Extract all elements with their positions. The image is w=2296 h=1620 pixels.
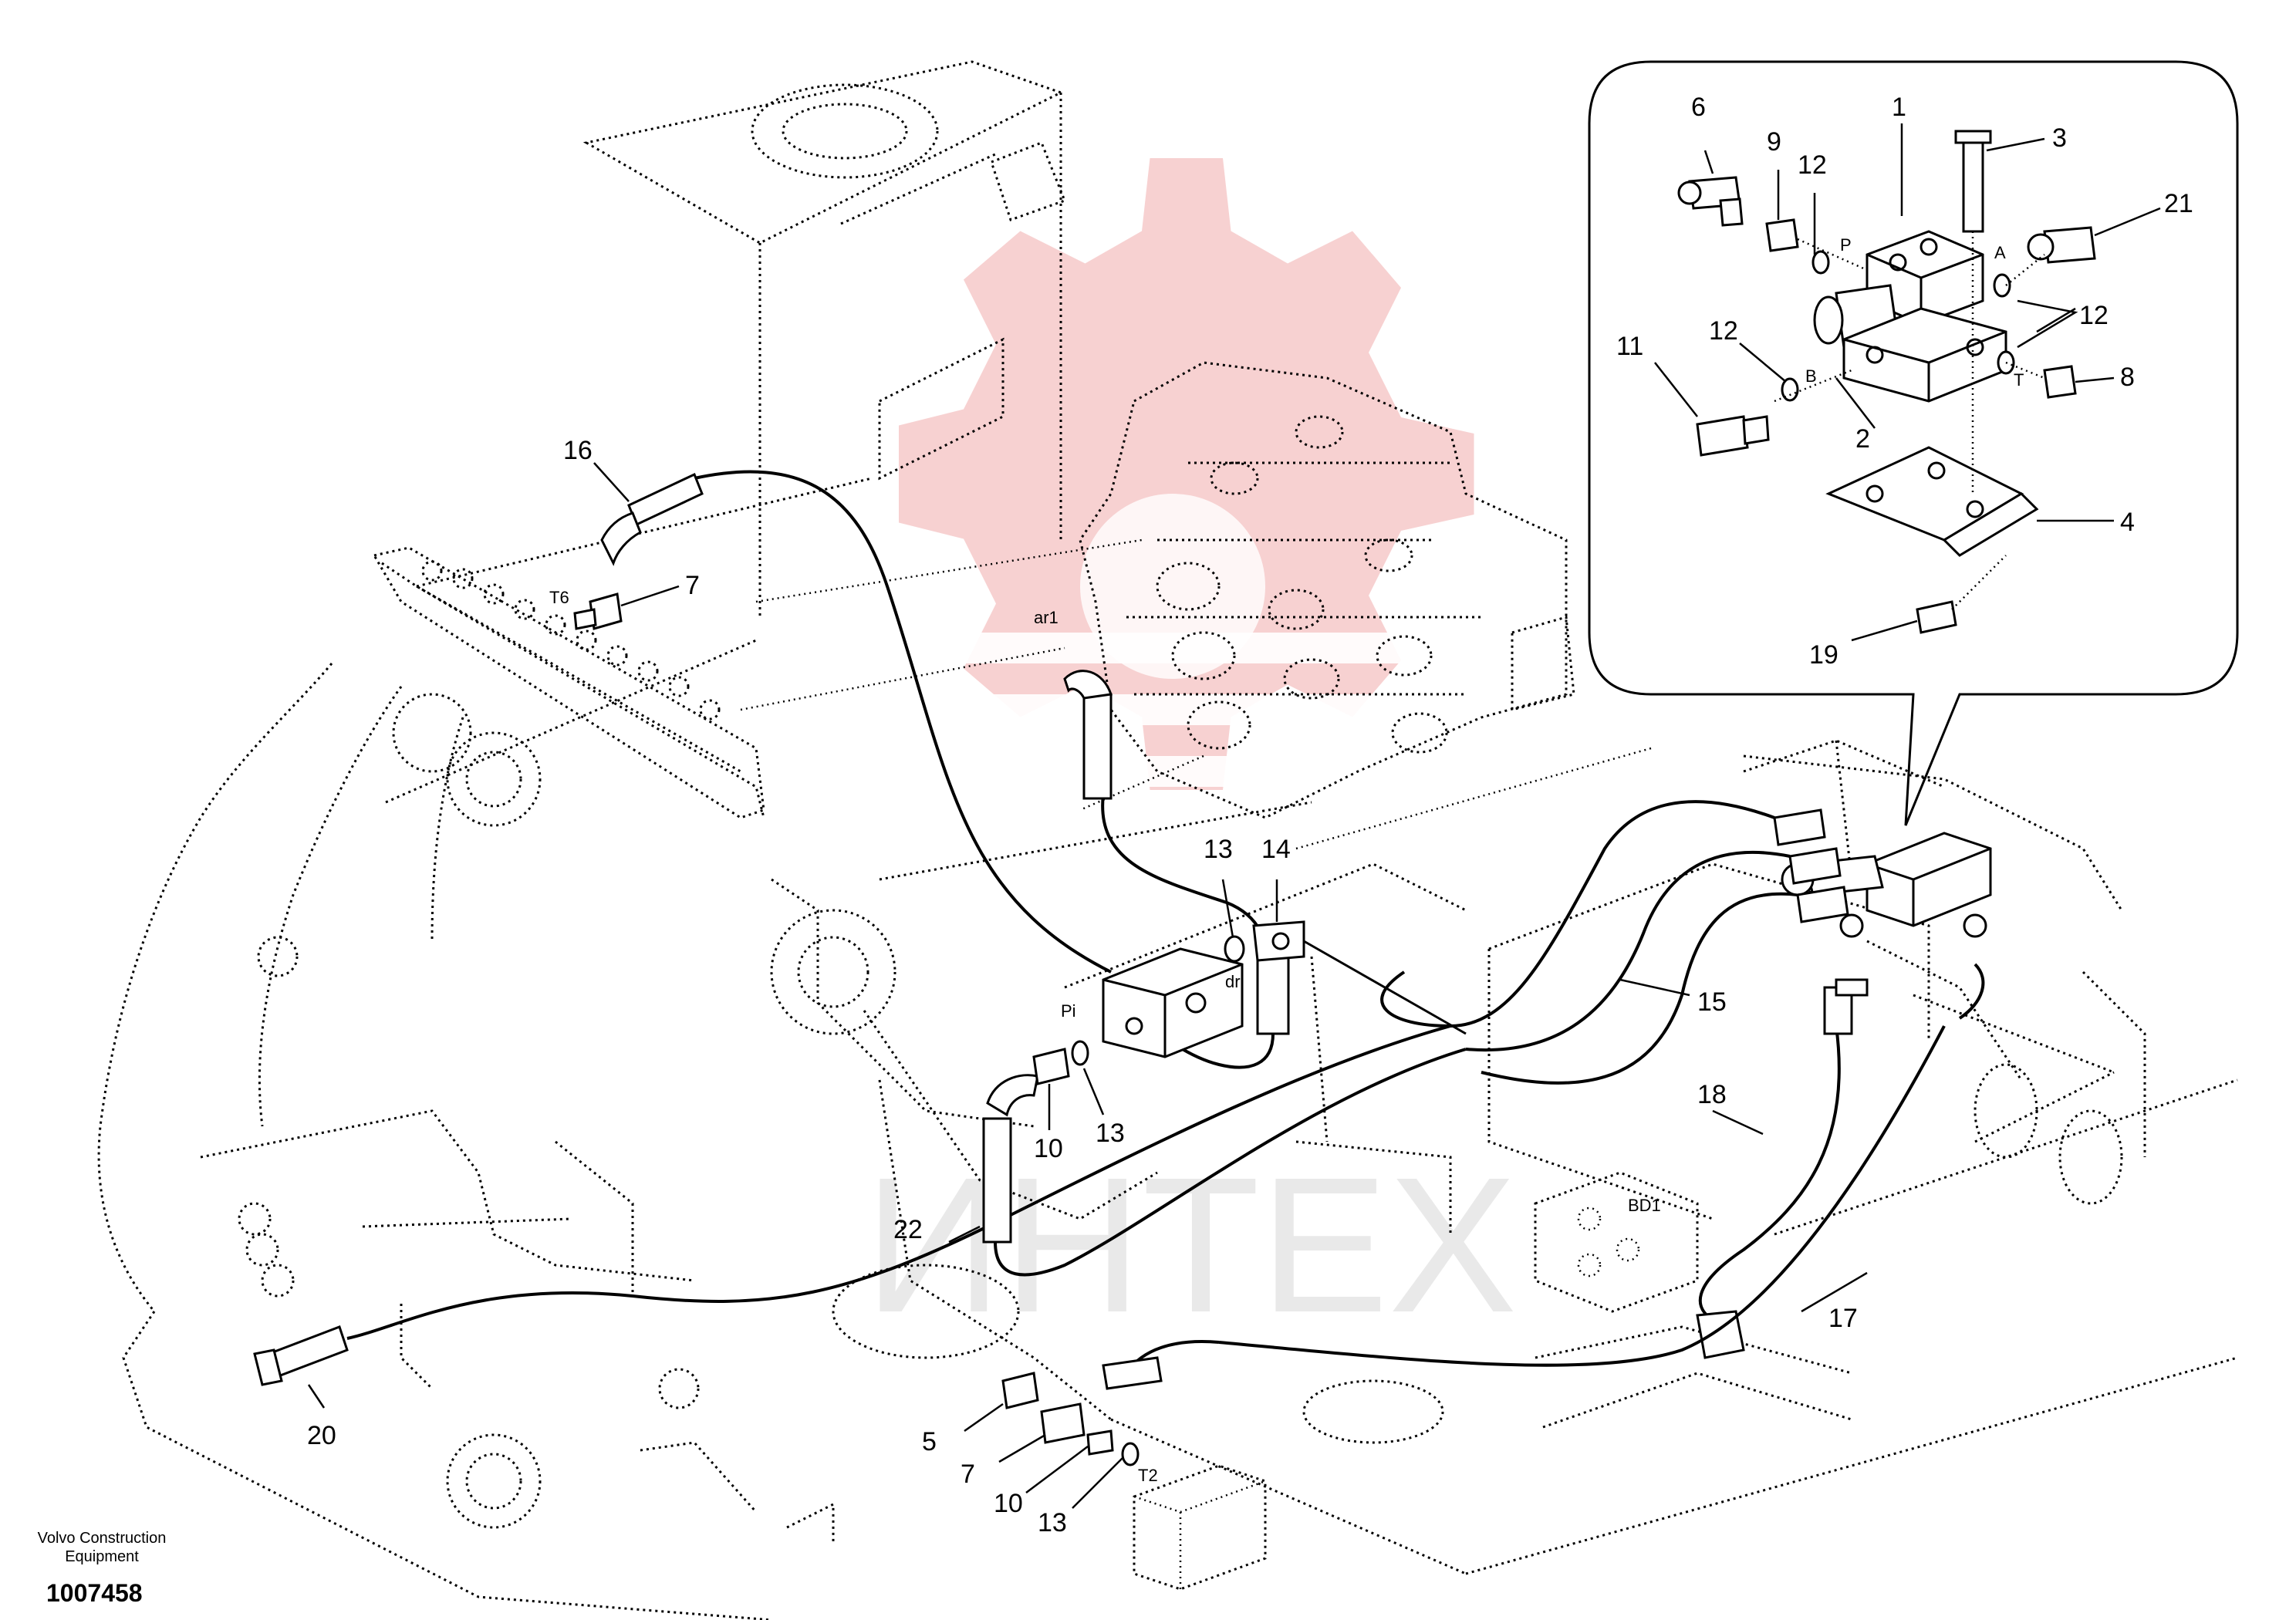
- pilot-block: [1102, 947, 1244, 1058]
- hose-18: [1698, 1025, 1841, 1328]
- leader-lines: [307, 123, 2161, 1509]
- hose-15-b: [1465, 850, 1791, 1052]
- hose-16: [694, 470, 1112, 974]
- footer: Volvo Construction Equipment 1007458: [38, 1530, 167, 1607]
- main-control-valve: [740, 361, 1652, 850]
- callout-6: 6: [1691, 93, 1706, 122]
- hose-16-end-fitting: [627, 472, 704, 527]
- fittings-13-14: [1224, 920, 1305, 963]
- callout-12-left: 12: [1709, 316, 1738, 346]
- fitting-8: [2043, 365, 2077, 399]
- fittings-10-13-mid: [1032, 1040, 1089, 1085]
- callout-19: 19: [1809, 640, 1838, 670]
- callout-7-upper: 7: [685, 571, 700, 600]
- callout-12-top: 12: [1798, 150, 1827, 180]
- callout-21: 21: [2164, 189, 2193, 218]
- hoses: [346, 470, 1985, 1390]
- port-ar1: ar1: [1034, 608, 1059, 627]
- bolt-19: [1916, 600, 1957, 634]
- callout-8: 8: [2120, 363, 2135, 392]
- t2-block: [1133, 1464, 1267, 1591]
- callout-1: 1: [1892, 93, 1906, 122]
- callout-13-bottom: 13: [1038, 1508, 1067, 1537]
- detail-inset: [1588, 60, 2239, 826]
- callout-9: 9: [1767, 127, 1781, 157]
- rail-fittings: [421, 560, 721, 721]
- port-pi: Pi: [1061, 1001, 1076, 1021]
- bolt-3: [1962, 137, 1984, 233]
- fitting-9: [1765, 218, 1799, 252]
- excavator-frame-outline: [97, 60, 2238, 1620]
- port-t6: T6: [549, 588, 569, 607]
- callout-5: 5: [922, 1427, 937, 1456]
- callout-16: 16: [563, 436, 593, 465]
- fitting-20: [253, 1325, 349, 1386]
- callout-14: 14: [1261, 835, 1291, 864]
- document-number: 1007458: [46, 1579, 143, 1607]
- callout-10-lower: 10: [994, 1489, 1023, 1518]
- port-a: A: [1994, 243, 2006, 262]
- callout-13-mid: 13: [1204, 835, 1233, 864]
- callout-labels: 1 2 3 4 6 8 9 11 12 12 12 19 21 16 7 13 …: [307, 93, 2193, 1537]
- credit-line-1: Volvo Construction: [38, 1530, 167, 1547]
- bd1-block: [1534, 1171, 1699, 1313]
- credit-line-2: Equipment: [65, 1548, 139, 1565]
- callout-20: 20: [307, 1421, 336, 1450]
- callout-10-mid: 10: [1034, 1134, 1063, 1163]
- callout-4: 4: [2120, 508, 2135, 537]
- port-bd1: BD1: [1628, 1196, 1661, 1215]
- callout-15: 15: [1697, 987, 1727, 1017]
- callout-3: 3: [2052, 123, 2067, 153]
- callout-7-lower: 7: [961, 1460, 975, 1489]
- hose-15-a: [1380, 800, 1775, 1028]
- watermark: ИНТЕХ: [787, 158, 1517, 1352]
- port-dr: dr: [1225, 972, 1241, 991]
- auxiliary-valve-assembly: [1773, 808, 1992, 997]
- port-t2: T2: [1138, 1466, 1158, 1485]
- callout-18: 18: [1697, 1080, 1727, 1109]
- callout-12-right: 12: [2079, 301, 2109, 330]
- watermark-text: ИНТЕХ: [864, 1137, 1517, 1352]
- port-labels: P A B T T6 ar1 dr Pi BD1 T2: [549, 235, 2024, 1485]
- callout-2: 2: [1855, 424, 1870, 454]
- manifold-rail: [372, 546, 765, 819]
- hose-15-c: [1481, 892, 1798, 1085]
- hose-17: [1218, 1025, 1946, 1367]
- watermark-gear-icon: [787, 158, 1481, 790]
- port-p: P: [1840, 235, 1852, 255]
- hose-ar1: [1101, 794, 1267, 950]
- port-b: B: [1805, 366, 1817, 386]
- fitting-11: [1696, 415, 1749, 457]
- port-t: T: [2014, 370, 2024, 390]
- callout-13-low: 13: [1096, 1119, 1125, 1148]
- callout-17: 17: [1828, 1304, 1858, 1333]
- fitting-7-upper: [573, 592, 623, 630]
- callout-11: 11: [1616, 332, 1643, 361]
- hose-20: [346, 1024, 1451, 1340]
- hose-22: [994, 1048, 1467, 1277]
- callout-22: 22: [893, 1215, 923, 1244]
- fittings-lower: [1001, 1372, 1140, 1466]
